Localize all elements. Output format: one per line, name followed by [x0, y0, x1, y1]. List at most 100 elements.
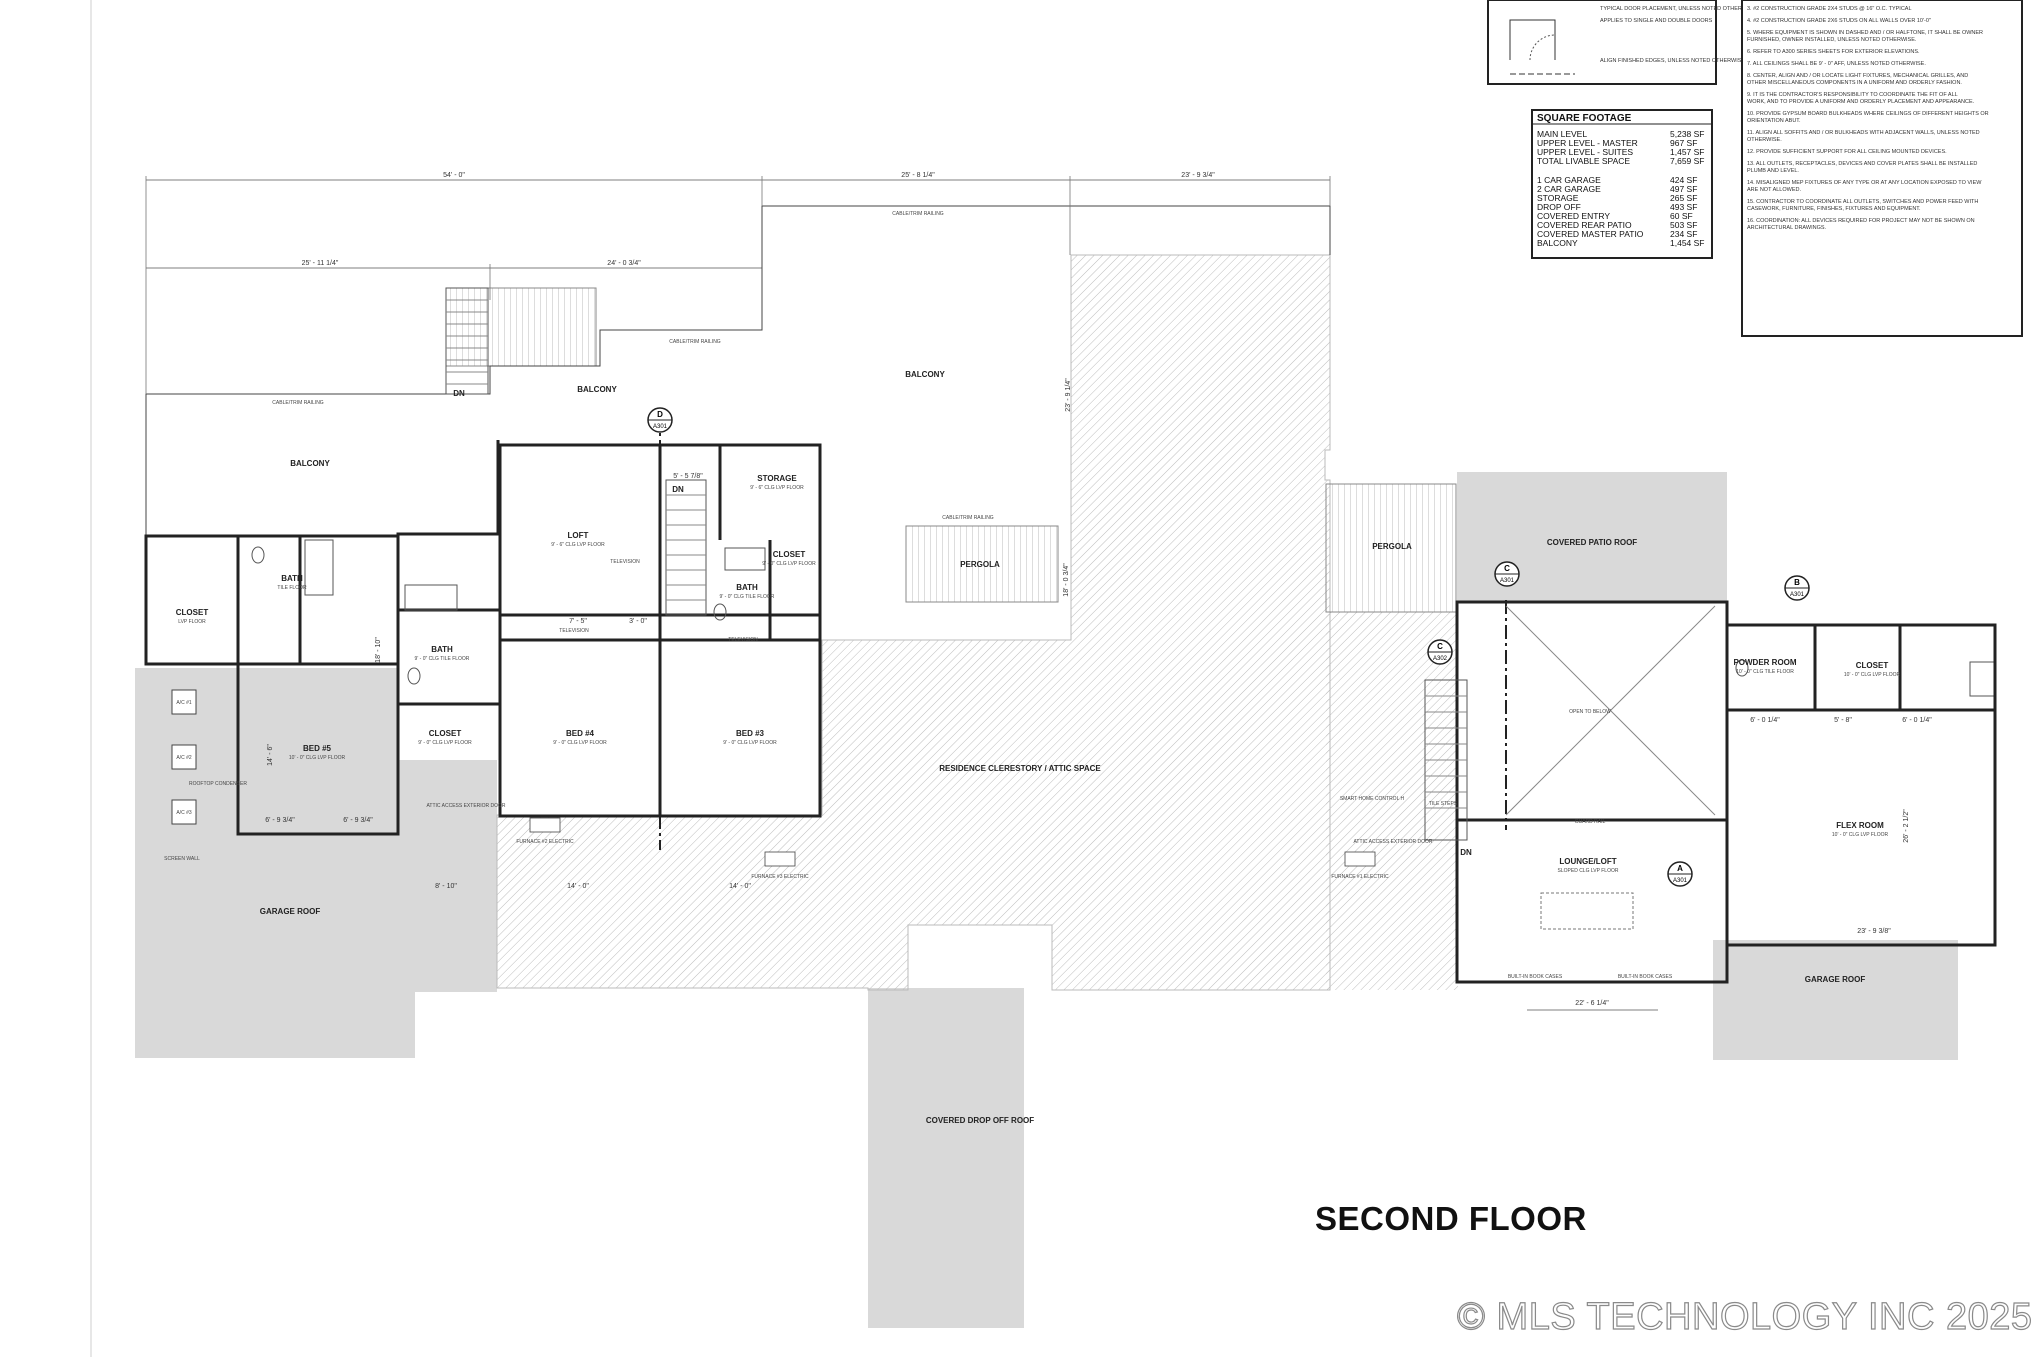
- general-note: 6. REFER TO A300 SERIES SHEETS FOR EXTER…: [1747, 49, 1920, 55]
- open-to-below: [1505, 605, 1716, 816]
- sf-livable-value: 1,457 SF: [1670, 147, 1705, 157]
- svg-text:C: C: [1437, 642, 1443, 651]
- general-note: 3. #2 CONSTRUCTION GRADE 2X4 STUDS @ 16"…: [1747, 6, 1912, 12]
- dim-second-mid: 24' - 0 3/4": [607, 260, 641, 267]
- legend-box: [1487, 0, 1717, 85]
- svg-text:A: A: [1677, 864, 1683, 873]
- dim-top-overall: 54' - 0": [443, 172, 465, 179]
- section-tag: C A302: [1427, 639, 1453, 665]
- sf-other-value: 265 SF: [1670, 193, 1697, 203]
- dim-bed3-w: 14' - 0": [729, 883, 751, 890]
- right-wing-stairs: [1424, 679, 1468, 841]
- room-closet-3-sub: 9' - 0" CLG LVP FLOOR: [418, 740, 472, 746]
- dim-vert-pergola: 18' - 0 3/4": [1063, 563, 1070, 597]
- dim-wing-w: 8' - 10": [435, 883, 457, 890]
- room-bath-1-sub: TILE FLOOR: [277, 585, 307, 591]
- room-balcony-top: BALCONY: [905, 370, 945, 379]
- room-bath-2-sub: 9' - 0" CLG TILE FLOOR: [720, 594, 775, 600]
- plan-title: SECOND FLOOR: [1315, 1200, 1587, 1237]
- drop-off-roof-area: [868, 988, 1024, 1328]
- room-bath-2: BATH: [736, 583, 758, 592]
- sf-other-value: 497 SF: [1670, 184, 1697, 194]
- label-cable-rail-2: CABLE/TRIM RAILING: [669, 339, 721, 345]
- room-bath-1: BATH: [281, 574, 303, 583]
- room-bath-3-sub: 9' - 0" CLG TILE FLOOR: [415, 656, 470, 662]
- label-dn-3: DN: [1460, 848, 1472, 857]
- sf-other-label: STORAGE: [1537, 193, 1579, 203]
- door-swing-icon: [1529, 34, 1556, 61]
- label-furnace-1: FURNACE #2 ELECTRIC: [516, 839, 574, 845]
- garage-roof-left-lower: [135, 760, 497, 1058]
- dim-flex-h: 26' - 2 1/2": [1903, 809, 1910, 843]
- room-closet-4-sub: 10' - 0" CLG LVP FLOOR: [1844, 672, 1901, 678]
- room-bed-4: BED #4: [566, 729, 595, 738]
- sf-livable-value: 5,238 SF: [1670, 129, 1705, 139]
- label-tile-steps: TILE STEPS: [1429, 801, 1458, 807]
- label-furnace-2: FURNACE #3 ELECTRIC: [751, 874, 809, 880]
- room-flex-sub: 10' - 0" CLG LVP FLOOR: [1832, 832, 1889, 838]
- sf-other-label: DROP OFF: [1537, 202, 1581, 212]
- label-built-in-2: BUILT-IN BOOK CASES: [1618, 974, 1673, 980]
- dim-top-mid: 25' - 8 1/4": [901, 172, 935, 179]
- dim-bed5-h: 14' - 6": [267, 744, 274, 766]
- room-bed-5: BED #5: [303, 744, 332, 753]
- sf-other-value: 234 SF: [1670, 229, 1697, 239]
- label-screen-wall: SCREEN WALL: [164, 856, 200, 862]
- ac-unit-2: [171, 744, 197, 770]
- furnace-box-1: [529, 817, 561, 833]
- dim-bed4-w: 14' - 0": [567, 883, 589, 890]
- general-note: 5. WHERE EQUIPMENT IS SHOWN IN DASHED AN…: [1747, 30, 1983, 43]
- sf-other-value: 424 SF: [1670, 175, 1697, 185]
- garage-roof-right-area: [1713, 940, 1958, 1060]
- attic-hatched-area: [496, 254, 1331, 991]
- label-cable-rail-1: CABLE/TRIM RAILING: [892, 211, 944, 217]
- label-dn-2: DN: [672, 485, 684, 494]
- room-closet-1: CLOSET: [176, 608, 209, 617]
- dim-bed5-h2: 18' - 10": [375, 637, 382, 663]
- sf-livable-label: MAIN LEVEL: [1537, 129, 1587, 139]
- label-attic-access-2: ATTIC ACCESS EXTERIOR DOOR: [1353, 839, 1432, 845]
- legend-note-2: APPLIES TO SINGLE AND DOUBLE DOORS: [1600, 18, 1713, 24]
- svg-text:A301: A301: [653, 424, 668, 430]
- dim-second-left: 25' - 11 1/4": [302, 260, 339, 267]
- svg-text:C: C: [1504, 564, 1510, 573]
- room-closet-2-sub: 9' - 0" CLG LVP FLOOR: [762, 561, 816, 567]
- label-smart-home: SMART HOME CONTROL H: [1340, 796, 1405, 802]
- label-television-2: TELEVISION: [728, 637, 758, 643]
- label-guard-rail: GUARD RAIL: [1575, 819, 1606, 825]
- room-attic: RESIDENCE CLERESTORY / ATTIC SPACE: [939, 764, 1101, 773]
- svg-text:D: D: [657, 410, 663, 419]
- ac-unit-3: [171, 799, 197, 825]
- dim-bed5-w1: 6' - 9 3/4": [265, 817, 295, 824]
- room-bed-3-sub: 9' - 0" CLG LVP FLOOR: [723, 740, 777, 746]
- room-garage-roof-right: GARAGE ROOF: [1805, 975, 1866, 984]
- furnace-box-2: [764, 851, 796, 867]
- room-loft-sub: 9' - 6" CLG LVP FLOOR: [551, 542, 605, 548]
- general-note: 11. ALIGN ALL SOFFITS AND / OR BULKHEADS…: [1747, 130, 1980, 143]
- label-ac-2: A/C #2: [176, 755, 192, 761]
- room-closet-4: CLOSET: [1856, 661, 1889, 670]
- room-bed-4-sub: 9' - 0" CLG LVP FLOOR: [553, 740, 607, 746]
- pergola-left-deck: [905, 525, 1059, 603]
- general-note: 15. CONTRACTOR TO COORDINATE ALL OUTLETS…: [1747, 199, 1978, 212]
- label-ac-1: A/C #1: [176, 700, 192, 706]
- svg-text:A302: A302: [1433, 656, 1448, 662]
- label-cable-rail-4: CABLE/TRIM RAILING: [942, 515, 994, 521]
- label-furnace-3: FURNACE #1 ELECTRIC: [1331, 874, 1389, 880]
- label-open-below: OPEN TO BELOW: [1569, 709, 1611, 715]
- general-note: 14. MISALIGNED MEP FIXTURES OF ANY TYPE …: [1747, 180, 1982, 193]
- sf-other-label: BALCONY: [1537, 238, 1578, 248]
- room-bed-3: BED #3: [736, 729, 765, 738]
- pergola-right-deck: [1325, 483, 1457, 613]
- room-storage-sub: 9' - 6" CLG LVP FLOOR: [750, 485, 804, 491]
- dim-top-right: 23' - 9 3/4": [1181, 172, 1215, 179]
- general-notes-rows: 3. #2 CONSTRUCTION GRADE 2X4 STUDS @ 16"…: [1747, 6, 1989, 231]
- room-lounge-loft-sub: SLOPED CLG LVP FLOOR: [1558, 868, 1619, 874]
- room-lounge-loft: LOUNGE/LOFT: [1559, 857, 1616, 866]
- loft-stairs: [665, 479, 707, 616]
- sf-other-value: 503 SF: [1670, 220, 1697, 230]
- general-note: 4. #2 CONSTRUCTION GRADE 2X6 STUDS ON AL…: [1747, 18, 1931, 24]
- room-balcony-left: BALCONY: [290, 459, 330, 468]
